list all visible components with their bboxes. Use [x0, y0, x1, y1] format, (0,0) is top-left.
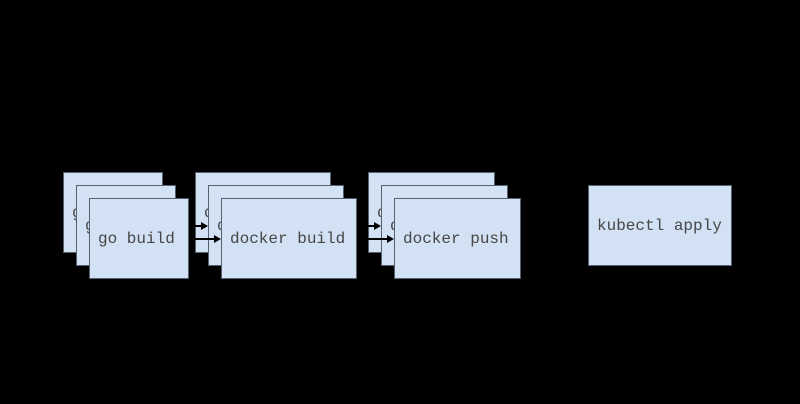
- arrow-head-icon: [201, 221, 208, 230]
- arrow-line-go-build-to-docker-build: [176, 224, 202, 227]
- arrow-head-icon: [374, 221, 381, 230]
- arrow-line-go-build-to-docker-build: [189, 237, 215, 240]
- stage-label: docker push: [403, 229, 509, 248]
- stage-box-go-build-layer2: go build: [89, 198, 189, 279]
- arrow-line-docker-build-to-docker-push: [357, 237, 388, 240]
- arrow-head-icon: [214, 234, 221, 243]
- stage-label: docker build: [230, 229, 346, 248]
- stage-box-docker-push-layer2: docker push: [394, 198, 521, 279]
- stage-label: kubectl apply: [597, 216, 722, 235]
- arrow-line-docker-build-to-docker-push: [344, 224, 375, 227]
- stage-box-docker-build-layer2: docker build: [221, 198, 357, 279]
- arrow-head-icon: [387, 234, 394, 243]
- stage-box-kubectl-apply: kubectl apply: [588, 185, 732, 266]
- stage-label: go build: [98, 229, 175, 248]
